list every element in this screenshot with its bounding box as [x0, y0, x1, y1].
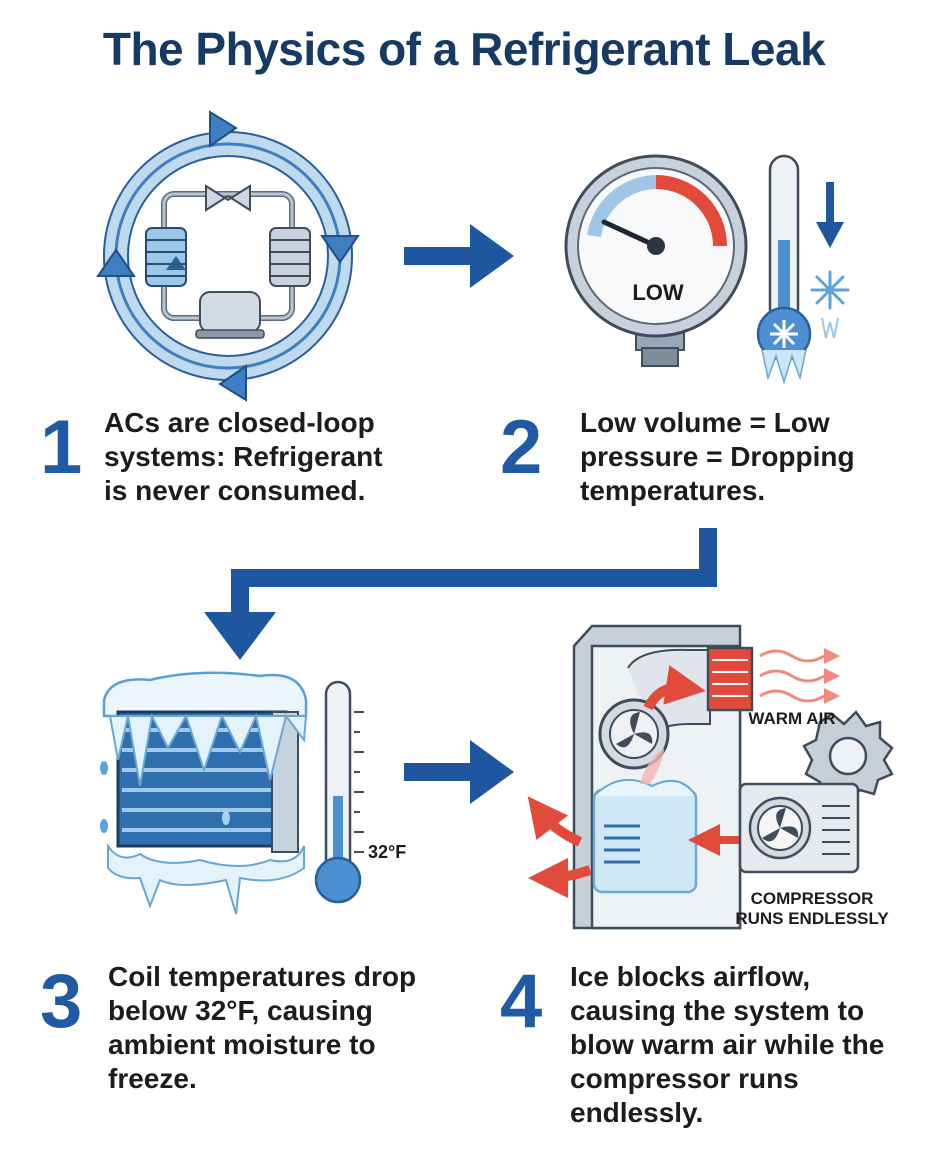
step-2-number: 2	[500, 405, 543, 490]
step-1-caption: ACs are closed-loop systems: Refrigerant…	[104, 407, 383, 506]
closed-loop-cycle-icon	[96, 110, 360, 402]
arrow-step3-to-step4	[404, 740, 514, 804]
compressor-label-line1: COMPRESSOR	[751, 889, 874, 908]
thermometer-32f-icon: 32°F	[314, 680, 406, 904]
thermometer-snowflake-icon	[756, 154, 850, 385]
step-4-number: 4	[500, 959, 543, 1044]
warm-air-label: WARM AIR	[748, 709, 835, 728]
arrow-step2-to-step3	[204, 528, 717, 660]
compressor-label-line2: RUNS ENDLESSLY	[735, 909, 889, 928]
outdoor-compressor-icon	[738, 710, 894, 874]
step-3-caption: Coil temperatures drop below 32°F, causi…	[108, 961, 417, 1094]
step-3-number: 3	[40, 959, 83, 1044]
pressure-gauge-icon: LOW	[564, 154, 748, 367]
gauge-low-label: LOW	[632, 280, 684, 305]
air-handler-icon	[527, 624, 840, 930]
step-2-caption: Low volume = Low pressure = Dropping tem…	[580, 407, 855, 506]
frozen-coil-icon	[100, 671, 308, 915]
step-1-number: 1	[40, 405, 83, 490]
step-4-caption: Ice blocks airflow, causing the system t…	[570, 961, 885, 1128]
page-title: The Physics of a Refrigerant Leak	[102, 23, 826, 75]
arrow-step1-to-step2	[404, 224, 514, 288]
thermometer-32f-label: 32°F	[368, 842, 406, 862]
